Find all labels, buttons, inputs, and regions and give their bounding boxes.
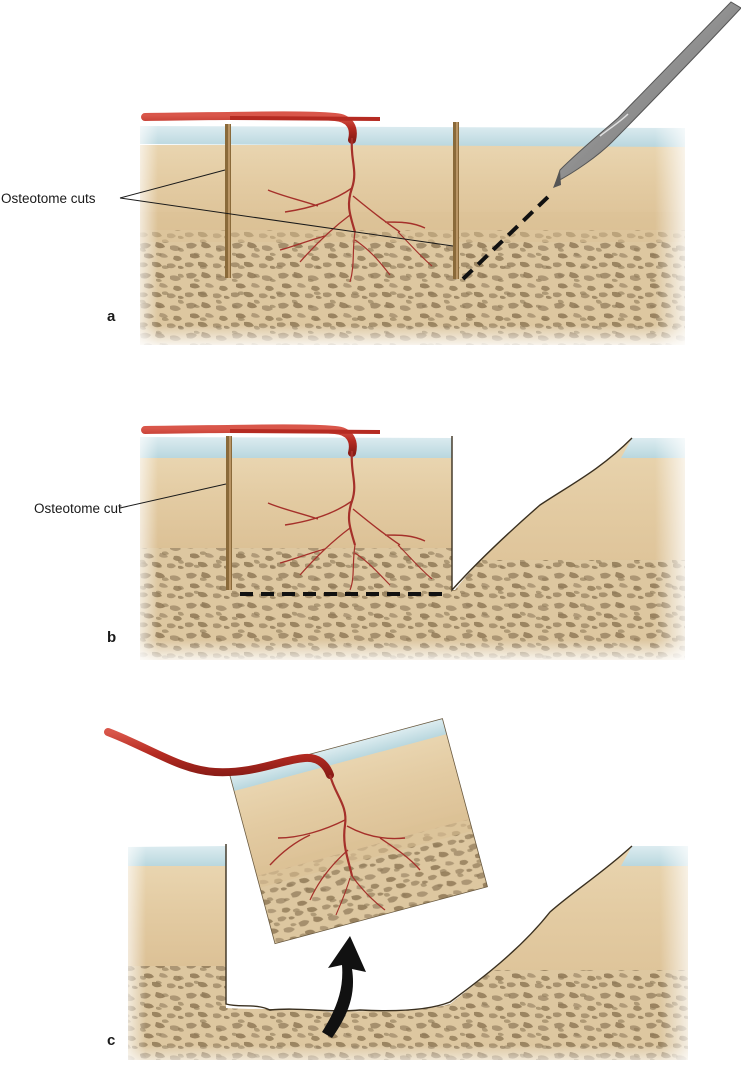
periosteum-layer bbox=[128, 846, 226, 866]
periosteum-layer bbox=[140, 126, 685, 147]
lift-arrow-icon bbox=[322, 936, 366, 1038]
callout-leader-line bbox=[119, 197, 454, 247]
callout-label: Osteotome cuts bbox=[1, 191, 96, 206]
osteotome-icon bbox=[553, 1, 741, 188]
panel-c: c bbox=[104, 718, 708, 1073]
panel-b: Osteotome cut b bbox=[34, 420, 700, 670]
cortical-bone-right bbox=[452, 438, 685, 590]
cortical-bone bbox=[140, 458, 452, 548]
periosteum-layer bbox=[140, 437, 452, 458]
cortical-bone-right bbox=[450, 846, 688, 1000]
panel-letter: c bbox=[107, 1032, 115, 1049]
bone-flap bbox=[229, 718, 488, 945]
blood-vessel-icon bbox=[141, 424, 433, 591]
panel-letter: b bbox=[107, 629, 116, 646]
callout-leader-line bbox=[119, 483, 227, 509]
blood-vessel-icon bbox=[141, 111, 433, 283]
panel-letter: a bbox=[107, 308, 116, 325]
callout-label: Osteotome cut bbox=[34, 501, 122, 516]
callout-leader-line bbox=[119, 169, 226, 199]
blood-vessel-icon bbox=[104, 728, 421, 916]
panel-a: Osteotome cuts a bbox=[1, 1, 741, 355]
